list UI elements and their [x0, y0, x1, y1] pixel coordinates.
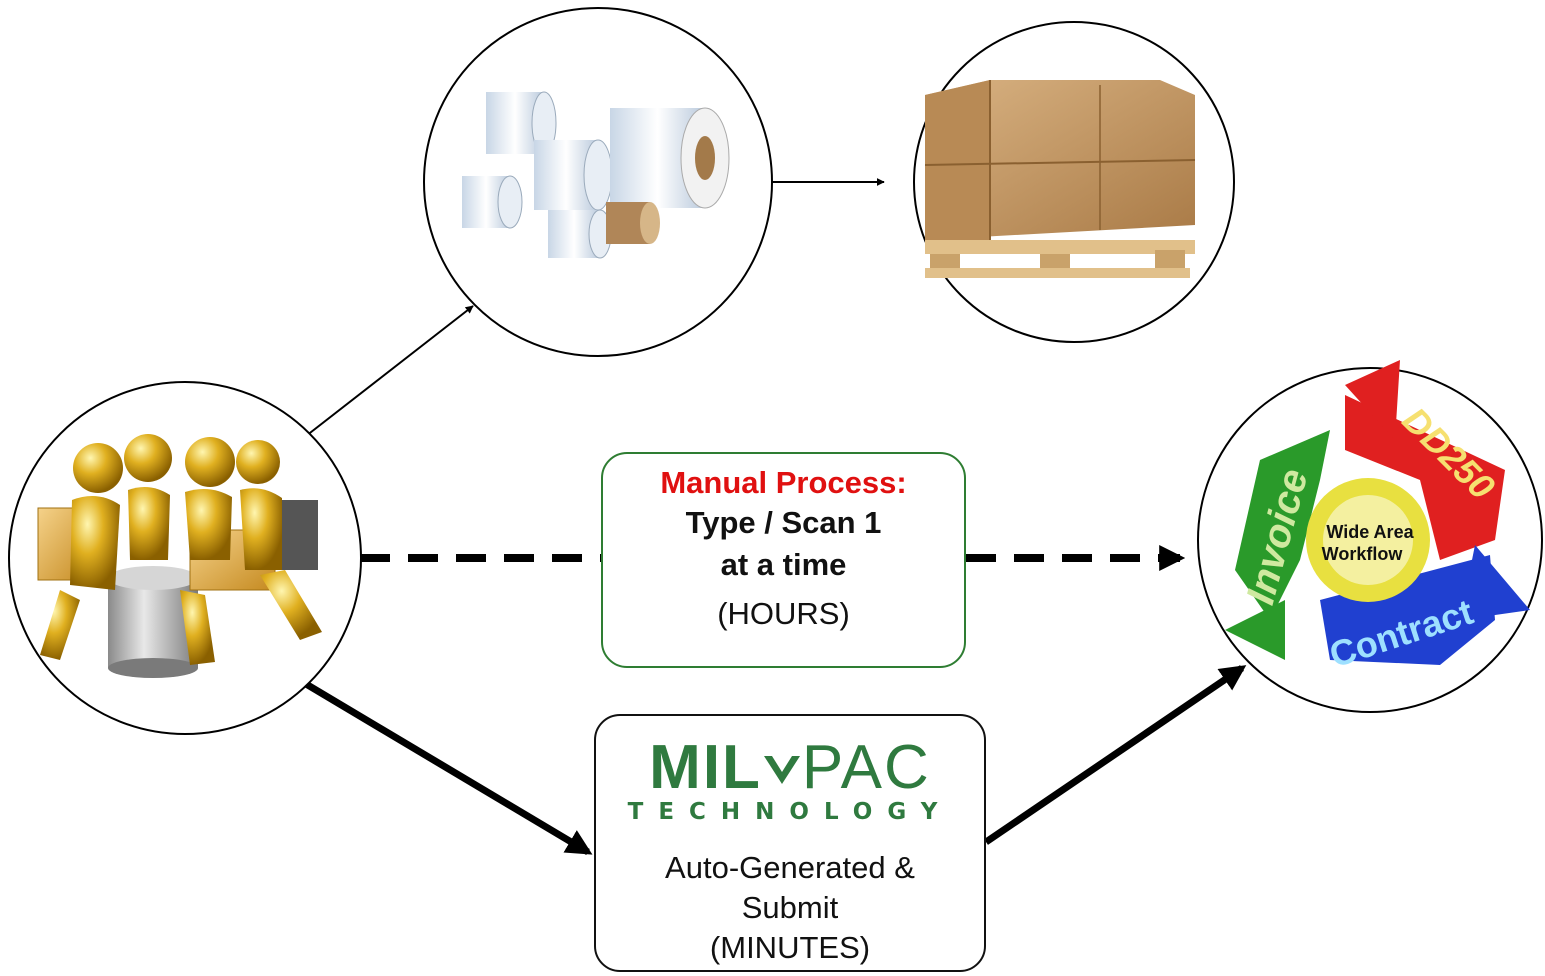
milpac-duration: (MINUTES) — [709, 930, 871, 965]
arrow-people-to-labels — [305, 305, 474, 437]
logo-chevron-icon — [763, 751, 800, 784]
manual-process-line2: at a time — [720, 547, 847, 582]
logo-pac-text: PAC — [801, 733, 931, 802]
label-rolls-node — [423, 7, 773, 357]
people-with-laptops-node — [8, 381, 362, 735]
workflow-node: Wide Area Workflow Invoice DD250 Contrac… — [1197, 360, 1543, 713]
milpac-line1: Auto-Generated & — [665, 850, 915, 885]
label-rolls-icon — [462, 91, 730, 259]
thick-arrow-people-to-milpac — [304, 680, 593, 856]
workflow-center-line2: Workflow — [1322, 544, 1404, 564]
logo-mil-text: MIL — [649, 733, 762, 802]
manual-process-line1: Type / Scan 1 — [685, 505, 882, 540]
manual-process-box: Manual Process: Type / Scan 1 at a time … — [601, 452, 966, 668]
thick-arrow-milpac-to-workflow — [984, 665, 1247, 845]
milpac-line2: Submit — [741, 890, 839, 925]
manual-process-duration: (HOURS) — [717, 596, 850, 631]
workflow-center-line1: Wide Area — [1326, 522, 1414, 542]
people-at-computers-icon — [37, 434, 322, 678]
logo-technology-text: TECHNOLOGY — [627, 799, 953, 825]
milpac-logo: MIL PAC TECHNOLOGY — [596, 716, 984, 826]
pallet-boxes-node — [913, 21, 1235, 343]
manual-process-heading: Manual Process: — [660, 465, 907, 500]
milpac-auto-box: MIL PAC TECHNOLOGY Auto-Generated & Submi… — [594, 714, 986, 972]
cardboard-pallet-icon — [924, 80, 1196, 278]
